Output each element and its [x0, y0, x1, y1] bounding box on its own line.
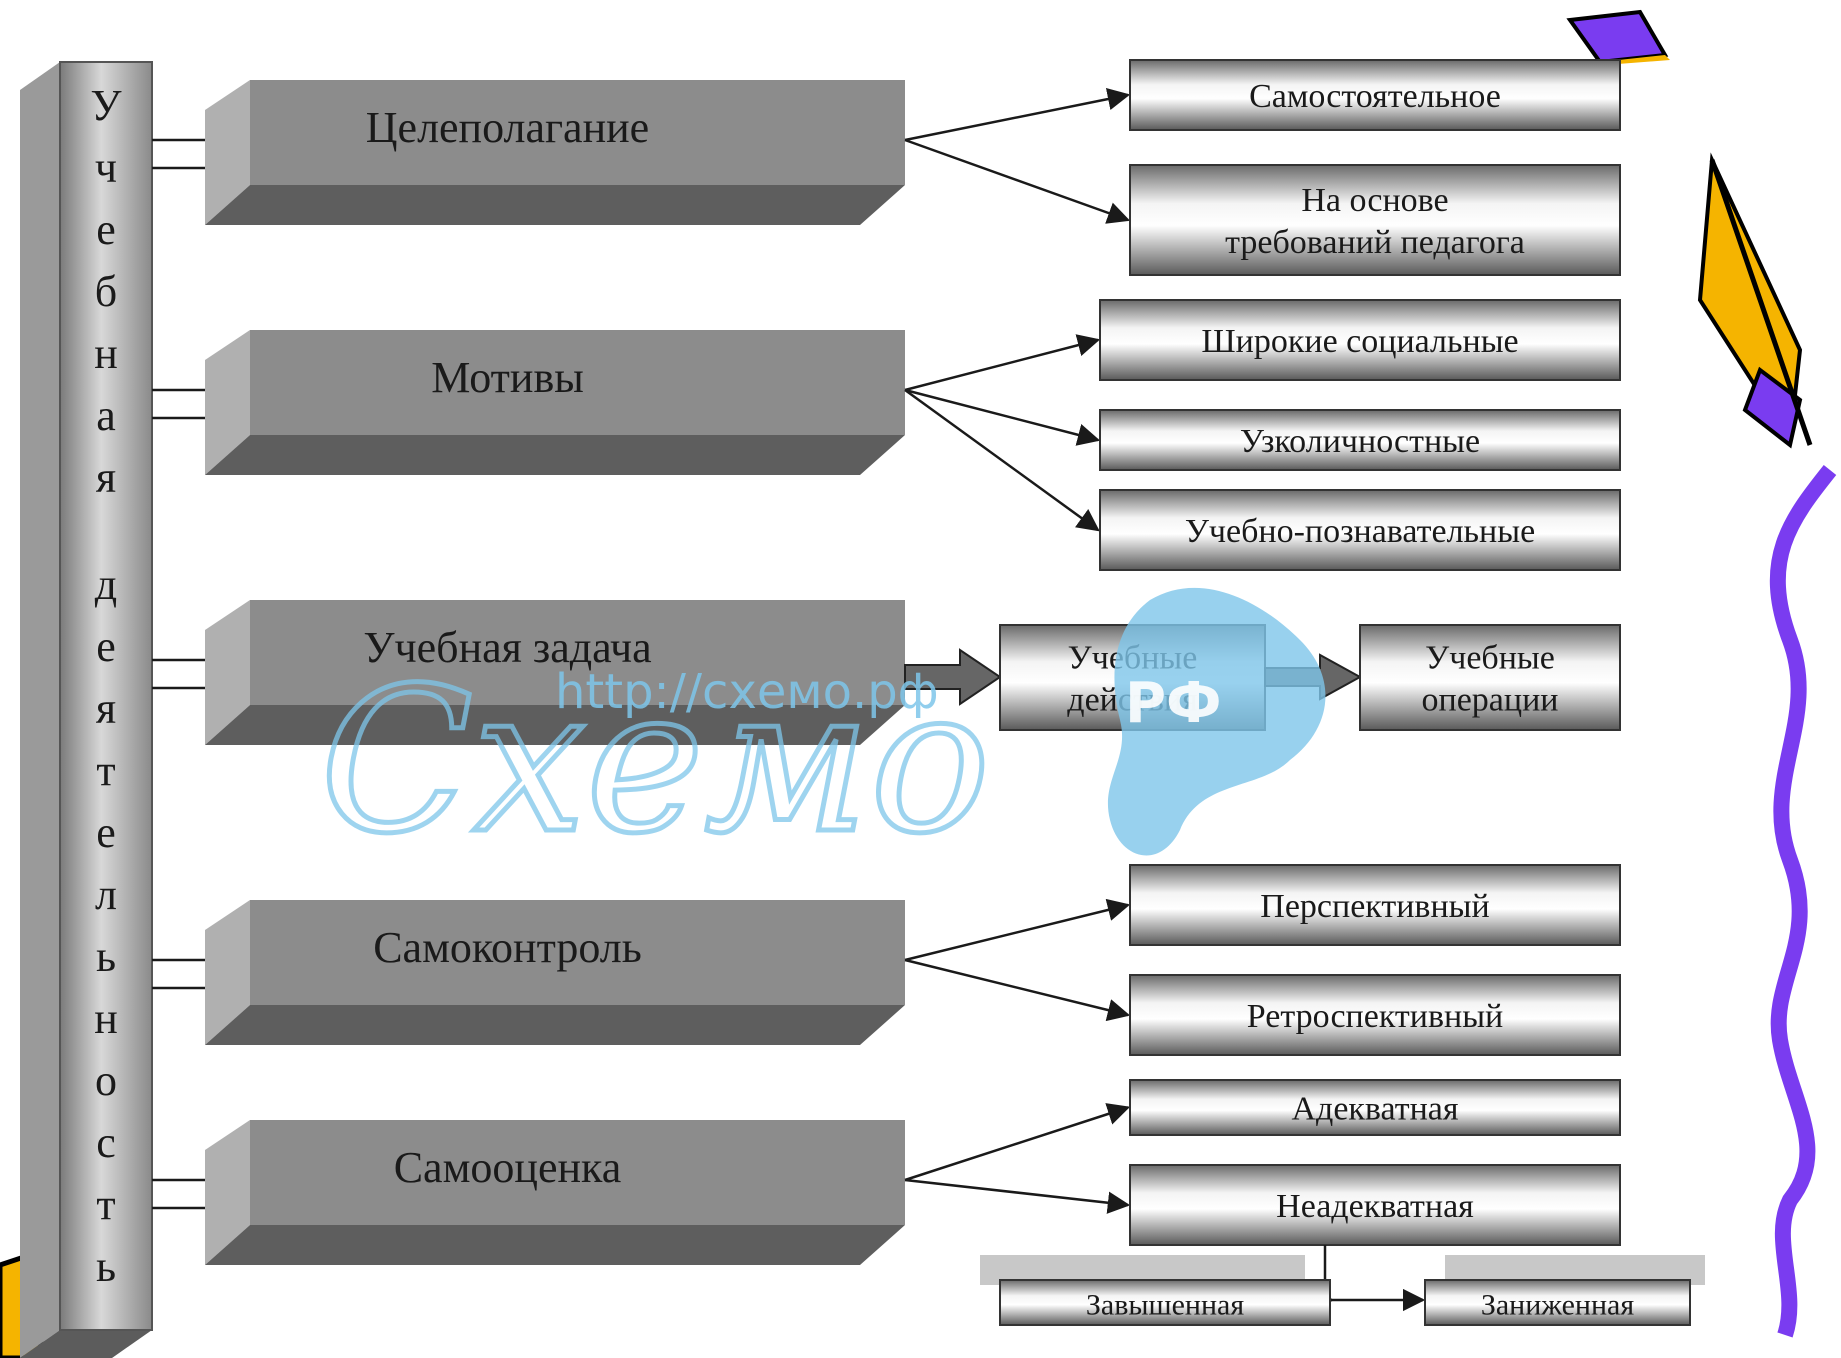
- vertical-title-letter: н: [94, 329, 118, 378]
- outcome-box: Учебные операции: [1359, 624, 1621, 731]
- vertical-title-letter: т: [96, 1180, 115, 1229]
- outcome-box: Неадекватная: [1129, 1164, 1621, 1246]
- vertical-title-letter: [101, 515, 112, 564]
- outcome-boxes: Самостоятельное На основе требований педаг…: [904, 59, 1705, 1326]
- component-box: Мотивы: [205, 330, 905, 475]
- vertical-title-letter: е: [96, 808, 116, 857]
- outcome-label: требований педагога: [1225, 224, 1525, 261]
- outcome-label: Адекватная: [1291, 1091, 1458, 1128]
- decorative-squiggle: [1769, 465, 1837, 1338]
- component-box: Учебная задача: [205, 600, 905, 745]
- component-label: Учебная задача: [363, 623, 651, 672]
- outcome-box: Завышенная: [999, 1279, 1331, 1326]
- vertical-title-letter: т: [96, 746, 115, 795]
- vertical-title-letter: е: [96, 205, 116, 254]
- vertical-title-letter: е: [96, 622, 116, 671]
- vertical-title-letter: л: [95, 870, 117, 919]
- watermark: http://схемо.рф Схемо РФ: [318, 587, 1326, 881]
- component-box: Самооценка: [205, 1120, 905, 1265]
- outcome-box: Узколичностные: [1099, 409, 1621, 471]
- watermark-rf: РФ: [1125, 671, 1222, 736]
- vertical-title-letter: с: [96, 1118, 116, 1167]
- component-label: Мотивы: [431, 353, 584, 402]
- vertical-title-letter: ь: [96, 1242, 116, 1291]
- outcome-arrow: [904, 1178, 1131, 1214]
- outcome-box: Адекватная: [1129, 1079, 1621, 1136]
- outcome-box: На основе требований педагога: [1129, 164, 1621, 276]
- outcome-label: Перспективный: [1260, 888, 1489, 925]
- outcome-arrow: [904, 1103, 1131, 1182]
- decorative-pen-right: [1697, 152, 1813, 449]
- outcome-arrow: [904, 138, 1131, 224]
- vertical-title-letter: ч: [95, 143, 117, 192]
- outcome-label: Учебно-познавательные: [1185, 513, 1535, 550]
- vertical-title-letter: ь: [96, 932, 116, 981]
- outcome-arrow: [904, 388, 1101, 446]
- vertical-title-letter: н: [94, 994, 118, 1043]
- chain-arrow: [904, 648, 1002, 706]
- outcome-label: Самостоятельное: [1249, 78, 1501, 115]
- decorative-pen-top: [1566, 9, 1670, 65]
- outcome-box: Перспективный: [1129, 864, 1621, 946]
- outcome-label: Ретроспективный: [1247, 998, 1503, 1035]
- vertical-title-letter: я: [96, 453, 116, 502]
- outcome-box: Учебно-познавательные: [1099, 489, 1621, 571]
- outcome-box: Самостоятельное: [1129, 59, 1621, 131]
- vertical-title-letter: а: [96, 391, 116, 440]
- watermark-splash: [1107, 587, 1326, 856]
- outcome-label: Неадекватная: [1276, 1188, 1474, 1225]
- vertical-title-letter: о: [95, 1056, 117, 1105]
- outcome-label: Широкие социальные: [1201, 323, 1518, 360]
- outcome-arrow: [904, 388, 1100, 532]
- component-label: Целеполагание: [366, 103, 649, 152]
- vertical-title-letter: б: [95, 267, 117, 316]
- component-label: Самооценка: [394, 1143, 622, 1192]
- vertical-title-letter: д: [95, 560, 117, 609]
- outcome-arrow: [904, 958, 1131, 1022]
- outcome-box: Заниженная: [1424, 1279, 1691, 1326]
- watermark-url: http://схемо.рф: [555, 664, 939, 720]
- outcome-box: Ретроспективный: [1129, 974, 1621, 1056]
- watermark-script: Схемо: [320, 645, 990, 878]
- outcome-label: Узколичностные: [1240, 423, 1480, 460]
- outcome-arrow: [904, 334, 1101, 392]
- outcome-arrow: [904, 87, 1131, 142]
- component-box: Самоконтроль: [205, 900, 905, 1045]
- outcome-label: Учебные: [1425, 640, 1555, 677]
- component-box: Целеполагание: [205, 80, 905, 225]
- vertical-title-letter: я: [96, 684, 116, 733]
- outcome-arrow: [904, 898, 1131, 962]
- outcome-label: Завышенная: [1086, 1289, 1245, 1322]
- vertical-title-letter: У: [90, 81, 122, 130]
- component-label: Самоконтроль: [373, 923, 642, 972]
- outcome-label: операции: [1422, 682, 1559, 719]
- outcome-label: На основе: [1301, 182, 1448, 219]
- outcome-box: Широкие социальные: [1099, 299, 1621, 381]
- outcome-label: Заниженная: [1481, 1289, 1635, 1322]
